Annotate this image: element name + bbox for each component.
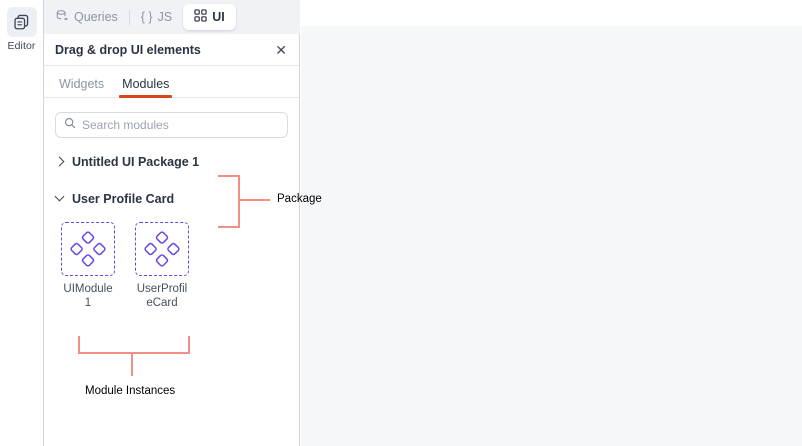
canvas-top-strip [301,0,802,26]
tree-item-untitled-ui-package-1[interactable]: Untitled UI Package 1 [55,151,288,173]
search-icon [64,116,76,134]
search-input[interactable] [82,118,279,132]
module-card-label: UserProfileCard [136,283,188,309]
tab-widgets[interactable]: Widgets [50,77,113,97]
search-box[interactable] [55,112,288,138]
tab-modules-label: Modules [122,77,170,91]
chevron-down-icon[interactable] [55,194,65,204]
tab-js-label: JS [157,10,173,24]
module-card-userprofilecard[interactable]: UserProfileCard [129,222,195,310]
editor-mode-tabs: Queries { } JS UI [44,0,300,34]
module-instances-bracket-bottom [78,352,190,354]
tree-item-user-profile-card[interactable]: User Profile Card [55,188,288,210]
grid-squares-icon [194,9,207,25]
close-icon[interactable]: ✕ [275,41,287,58]
module-diamond-cluster-icon [135,222,189,276]
module-card-label: UIModule 1 [63,283,113,309]
panel-title: Drag & drop UI elements [55,42,201,57]
package-bracket-bottom [218,226,240,228]
package-bracket-right [238,175,240,228]
module-tree: Untitled UI Package 1 User Profile Card [44,138,299,210]
tab-queries[interactable]: Queries [44,4,129,30]
module-diamond-cluster-icon [61,222,115,276]
tab-widgets-label: Widgets [59,77,105,91]
package-bracket-top [218,175,240,177]
tab-modules[interactable]: Modules [113,77,178,98]
editor-stacked-pages-icon [6,7,37,37]
ui-canvas[interactable] [301,26,802,446]
module-instances-annotation-label: Module Instances [85,385,176,397]
module-instance-list: UIModule 1 UserProfileCard [44,222,299,310]
tab-ui[interactable]: UI [183,4,236,30]
sidebar-item-editor[interactable]: Editor [6,7,37,52]
package-annotation-label: Package [277,193,322,205]
curly-braces-icon: { } [140,10,153,24]
module-instances-bracket-left [78,336,80,354]
chevron-right-icon[interactable] [55,157,65,167]
package-bracket-stem [240,199,270,201]
tab-js[interactable]: { } JS [130,4,183,30]
tree-item-label: Untitled UI Package 1 [72,155,200,169]
tab-queries-label: Queries [74,10,118,24]
module-card-uimodule-1[interactable]: UIModule 1 [55,222,121,310]
panel-header: Drag & drop UI elements ✕ [44,34,299,66]
tab-ui-label: UI [212,10,225,24]
module-instances-bracket-right [188,336,190,354]
tree-item-label: User Profile Card [72,192,175,206]
left-rail: Editor [0,0,44,446]
database-query-icon [55,9,69,26]
search-wrap [44,98,299,138]
tab-divider [128,9,130,25]
sidebar-item-label: Editor [7,40,36,52]
panel-tabs: Widgets Modules [44,66,299,98]
module-instances-bracket-stem [131,352,133,376]
ui-elements-panel: Drag & drop UI elements ✕ Widgets Module… [44,34,300,446]
